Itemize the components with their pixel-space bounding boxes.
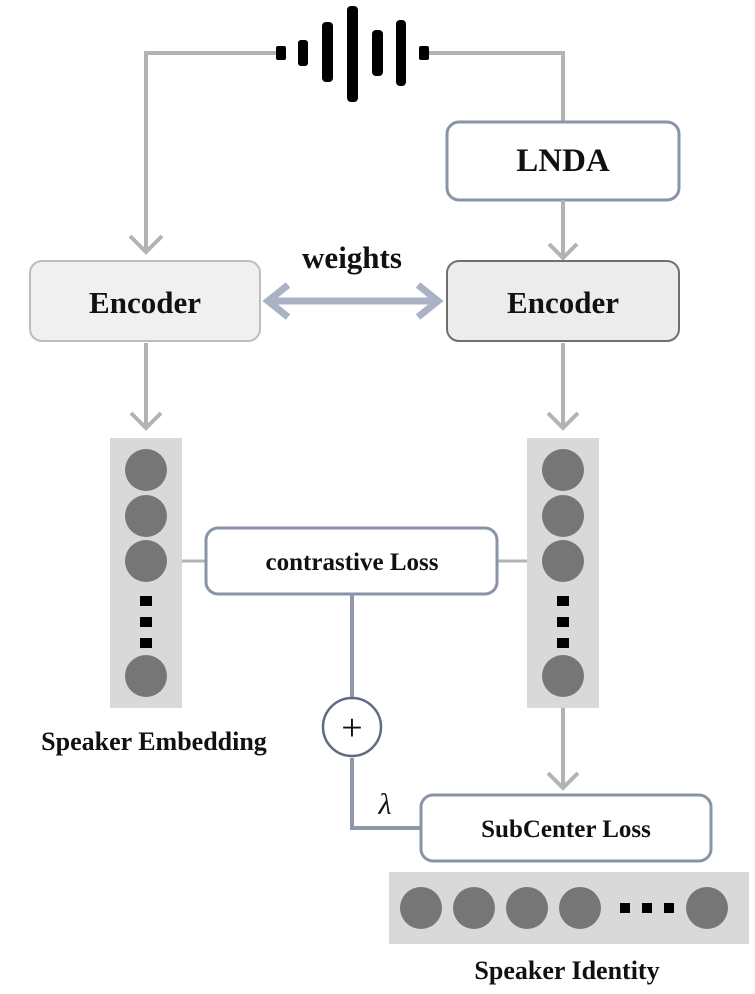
shared-weights-arrow: weights: [262, 240, 444, 320]
encoder-right-output-arrow: [546, 343, 580, 431]
subcenter-loss-label: SubCenter Loss: [481, 816, 651, 843]
encoder-left-output-arrow: [129, 343, 163, 431]
lambda-weight-label: λ: [378, 788, 392, 821]
encoder-right-label: Encoder: [507, 285, 619, 320]
speaker-identity-row: [389, 872, 749, 944]
right-input-connector: [429, 51, 565, 122]
lnda-to-encoder-arrow: [547, 200, 579, 261]
subcenter-loss-box: SubCenter Loss: [419, 793, 713, 863]
encoder-left-box: Encoder: [29, 260, 261, 342]
encoder-left-label: Encoder: [89, 285, 201, 320]
lnda-label: LNDA: [516, 143, 610, 179]
plus-symbol: +: [341, 707, 362, 749]
lnda-box: LNDA: [445, 120, 681, 202]
loss-combination-path: [350, 594, 421, 830]
left-input-connector: [128, 51, 276, 255]
embedding-to-subcenter-arrow: [546, 708, 580, 791]
weights-label: weights: [302, 240, 402, 275]
audio-waveform-icon: [276, 6, 429, 102]
contrastive-loss-box: contrastive Loss: [204, 526, 499, 596]
contrastive-loss-label: contrastive Loss: [266, 549, 439, 576]
embedding-column-left: [110, 438, 182, 708]
encoder-right-box: Encoder: [446, 260, 680, 342]
sum-operator-icon: +: [321, 696, 383, 758]
speaker-identity-label: Speaker Identity: [474, 956, 659, 985]
embedding-column-right: [527, 438, 599, 708]
speaker-embedding-label: Speaker Embedding: [41, 727, 267, 756]
